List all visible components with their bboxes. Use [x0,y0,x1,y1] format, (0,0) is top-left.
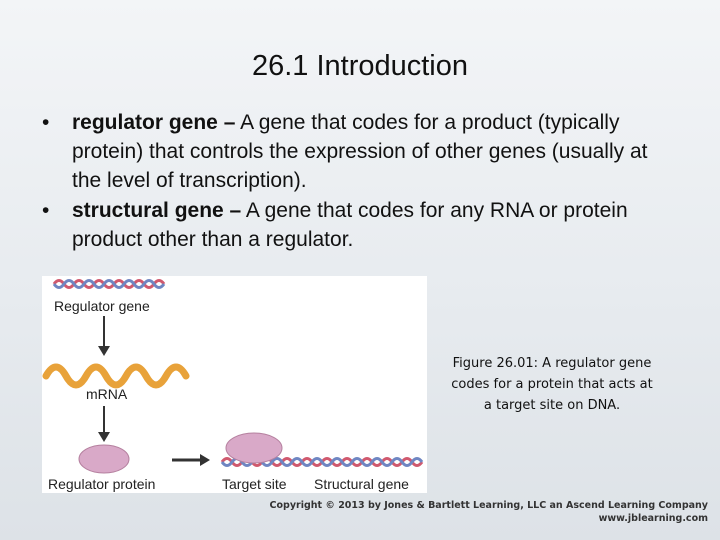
publisher-url: www.jblearning.com [598,513,708,524]
slide-title: 26.1 Introduction [251,50,469,82]
figure-regulator-diagram: Regulator gene mRNA Regulator protein Ta… [42,276,427,493]
figure-caption: Figure 26.01: A regulator gene codes for… [434,353,670,416]
arrow-right-icon [172,454,210,466]
label-regulator-gene: Regulator gene [54,298,150,314]
bullet-structural-gene: • structural gene – A gene that codes for… [42,196,682,254]
arrow-down-icon [98,406,110,442]
regulator-protein-icon [78,444,130,474]
bound-protein-icon [225,432,283,464]
regulator-gene-dna-icon [52,279,166,289]
label-mrna: mRNA [86,386,128,402]
label-regulator-protein: Regulator protein [48,476,156,492]
copyright-footer: Copyright © 2013 by Jones & Bartlett Lea… [270,499,708,525]
term-regulator-gene: regulator gene – [72,111,236,134]
caption-line: codes for a protein that acts at [451,377,653,392]
figure-diagram-svg [42,279,424,474]
label-structural-gene: Structural gene [314,476,409,492]
bullet-dot-icon: • [42,199,50,222]
label-target-site: Target site [222,476,287,492]
mrna-wave-icon [42,363,190,389]
caption-line: Figure 26.01: A regulator gene [452,356,652,371]
definition-regulator-gene: A gene that codes for a product (typical… [72,111,648,192]
caption-line: a target site on DNA. [483,398,621,413]
bullet-dot-icon: • [42,111,50,134]
bullet-regulator-gene: • regulator gene – A gene that codes for … [42,108,682,195]
copyright-text: Copyright © 2013 by Jones & Bartlett Lea… [269,500,708,511]
arrow-down-icon [98,316,110,356]
term-structural-gene: structural gene – [72,199,242,222]
definition-structural-gene: A gene that codes for any RNA or protein… [72,199,628,251]
definition-list: • regulator gene – A gene that codes for … [42,108,682,255]
